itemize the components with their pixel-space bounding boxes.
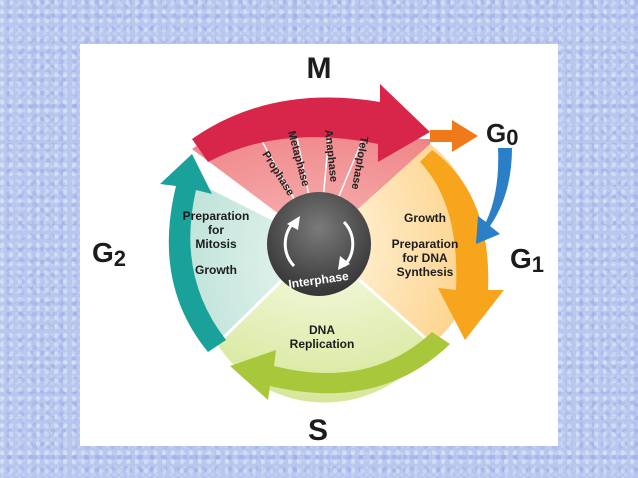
g2-text-1: Preparation — [183, 209, 250, 223]
interphase-center — [267, 192, 371, 296]
g1-arrow — [420, 150, 504, 340]
s-text-1: DNA — [309, 323, 335, 337]
g2-label: G2 — [92, 237, 126, 271]
g1-text-1: Growth — [404, 211, 446, 225]
s-label: S — [308, 414, 328, 446]
center-arrow-head — [338, 256, 350, 270]
cell-cycle-diagram: Interphase Prophase Metaphase Anaphase T… — [80, 44, 558, 446]
g2-text-2: for — [208, 223, 224, 237]
g0-return-arrow — [476, 148, 512, 244]
mitosis-arrow — [192, 84, 430, 162]
g1-sector — [319, 144, 480, 344]
g1-text-2: Preparation — [392, 237, 459, 251]
s-arrow — [230, 332, 450, 400]
anaphase-label: Anaphase — [322, 129, 339, 183]
g1-label: G1 — [510, 243, 544, 277]
g2-arrow — [160, 154, 226, 352]
g2-text-4: Growth — [195, 263, 237, 277]
g2-sector — [172, 180, 319, 344]
center-arrow-head — [287, 216, 300, 230]
g0-arrow — [430, 120, 478, 152]
g1-text-3: for DNA — [402, 251, 448, 265]
s-text-2: Replication — [290, 337, 355, 351]
m-label: M — [307, 52, 332, 85]
g2-text-3: Mitosis — [195, 237, 237, 251]
g1-text-4: Synthesis — [397, 265, 454, 279]
g0-label: G0 — [486, 118, 518, 150]
cell-cycle-svg: Interphase Prophase Metaphase Anaphase T… — [92, 52, 544, 446]
